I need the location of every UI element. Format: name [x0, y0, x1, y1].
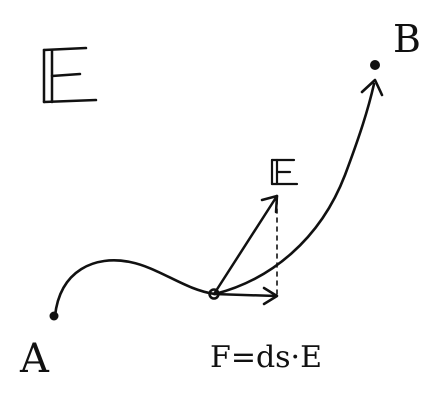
integration-path — [53, 82, 376, 318]
point-b-label: B — [393, 17, 421, 61]
vector-e-arrow — [212, 194, 279, 296]
point-a-label: A — [19, 336, 50, 382]
vector-e-label — [270, 158, 299, 186]
point-b-dot — [370, 60, 380, 70]
equation-label: F=ds·E — [210, 340, 322, 375]
field-symbol — [42, 46, 98, 104]
vector-ds-arrow — [212, 292, 278, 298]
vector-e-arrowhead — [260, 194, 279, 214]
path-arrowhead — [360, 78, 384, 97]
vector-ds-arrowhead — [262, 286, 279, 306]
point-a-dot — [49, 311, 59, 321]
